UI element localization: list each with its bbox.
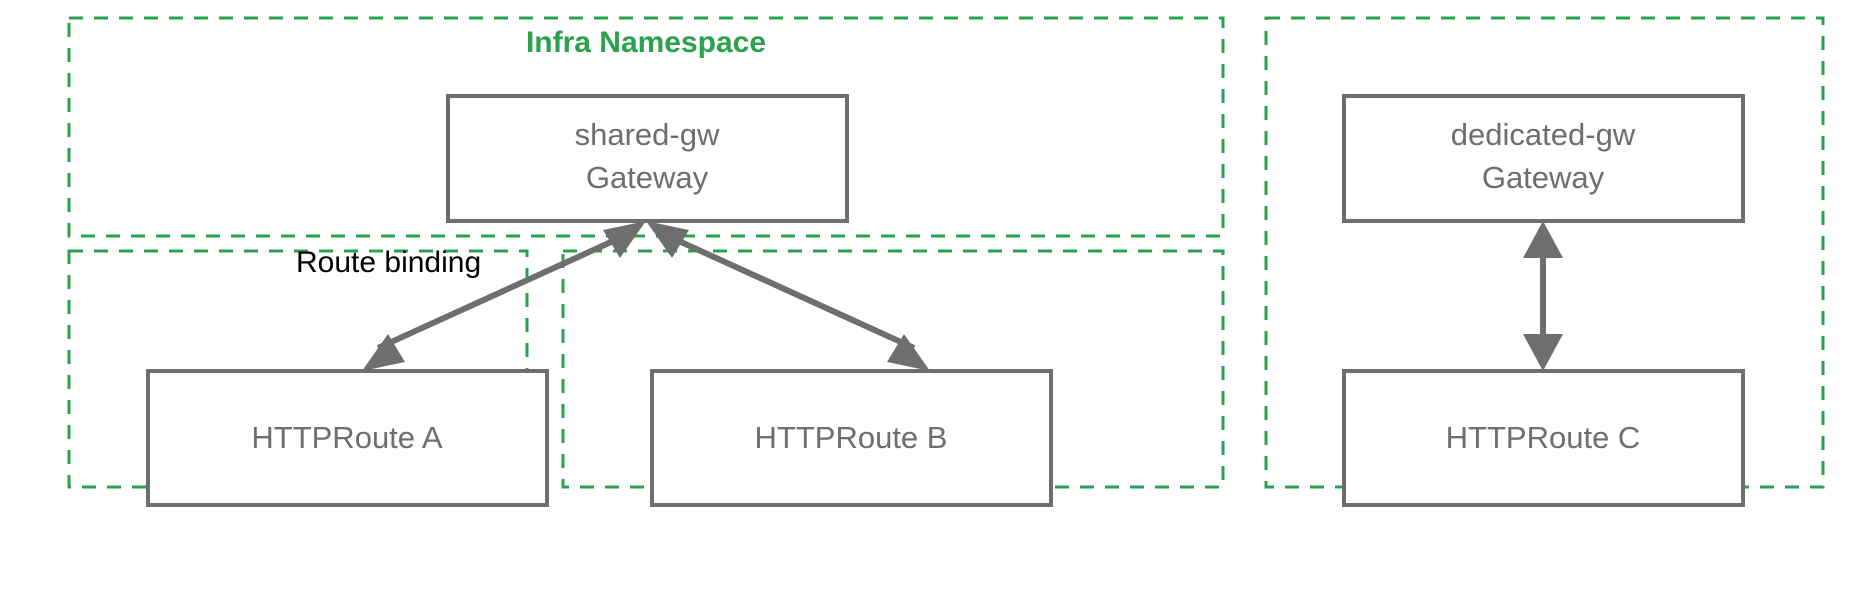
node-dedicated-gw-box[interactable] <box>1342 94 1745 223</box>
node-dedicated-gw-line1: dedicated-gw <box>1451 117 1636 152</box>
node-httproute-c-box[interactable] <box>1342 369 1745 507</box>
node-shared-gw-line1: shared-gw <box>575 117 720 152</box>
arrowhead-up-right <box>646 221 689 258</box>
node-httproute-b-box[interactable] <box>650 369 1053 507</box>
edge-shared-gw-httproute-a <box>362 221 646 371</box>
node-shared-gw[interactable]: shared-gw Gateway <box>446 94 849 223</box>
arrowhead-down <box>1523 334 1563 371</box>
node-httproute-b[interactable]: HTTPRoute B <box>650 369 1053 507</box>
node-httproute-b-label: HTTPRoute B <box>755 420 948 455</box>
node-httproute-a-label: HTTPRoute A <box>251 420 443 455</box>
arrowhead-up-left <box>603 221 646 258</box>
node-httproute-c-label: HTTPRoute C <box>1446 420 1641 455</box>
edge-label-route-binding: Route binding <box>296 246 481 279</box>
node-dedicated-gw-line2: Gateway <box>1482 160 1605 195</box>
node-shared-gw-line2: Gateway <box>586 160 709 195</box>
edge-dedicated-gw-httproute-c <box>1523 221 1563 371</box>
node-dedicated-gw[interactable]: dedicated-gw Gateway <box>1342 94 1745 223</box>
node-httproute-a-box[interactable] <box>146 369 549 507</box>
arrowhead-down-right <box>887 334 930 371</box>
arrowhead-down-left <box>362 334 405 371</box>
namespace-label-infra: Infra Namespace <box>526 26 766 59</box>
node-shared-gw-box[interactable] <box>446 94 849 223</box>
node-httproute-c[interactable]: HTTPRoute C <box>1342 369 1745 507</box>
namespace-container-infra <box>67 16 1225 238</box>
arrowhead-up <box>1523 221 1563 258</box>
node-httproute-a[interactable]: HTTPRoute A <box>146 369 549 507</box>
edge-shared-gw-httproute-b <box>646 221 930 371</box>
